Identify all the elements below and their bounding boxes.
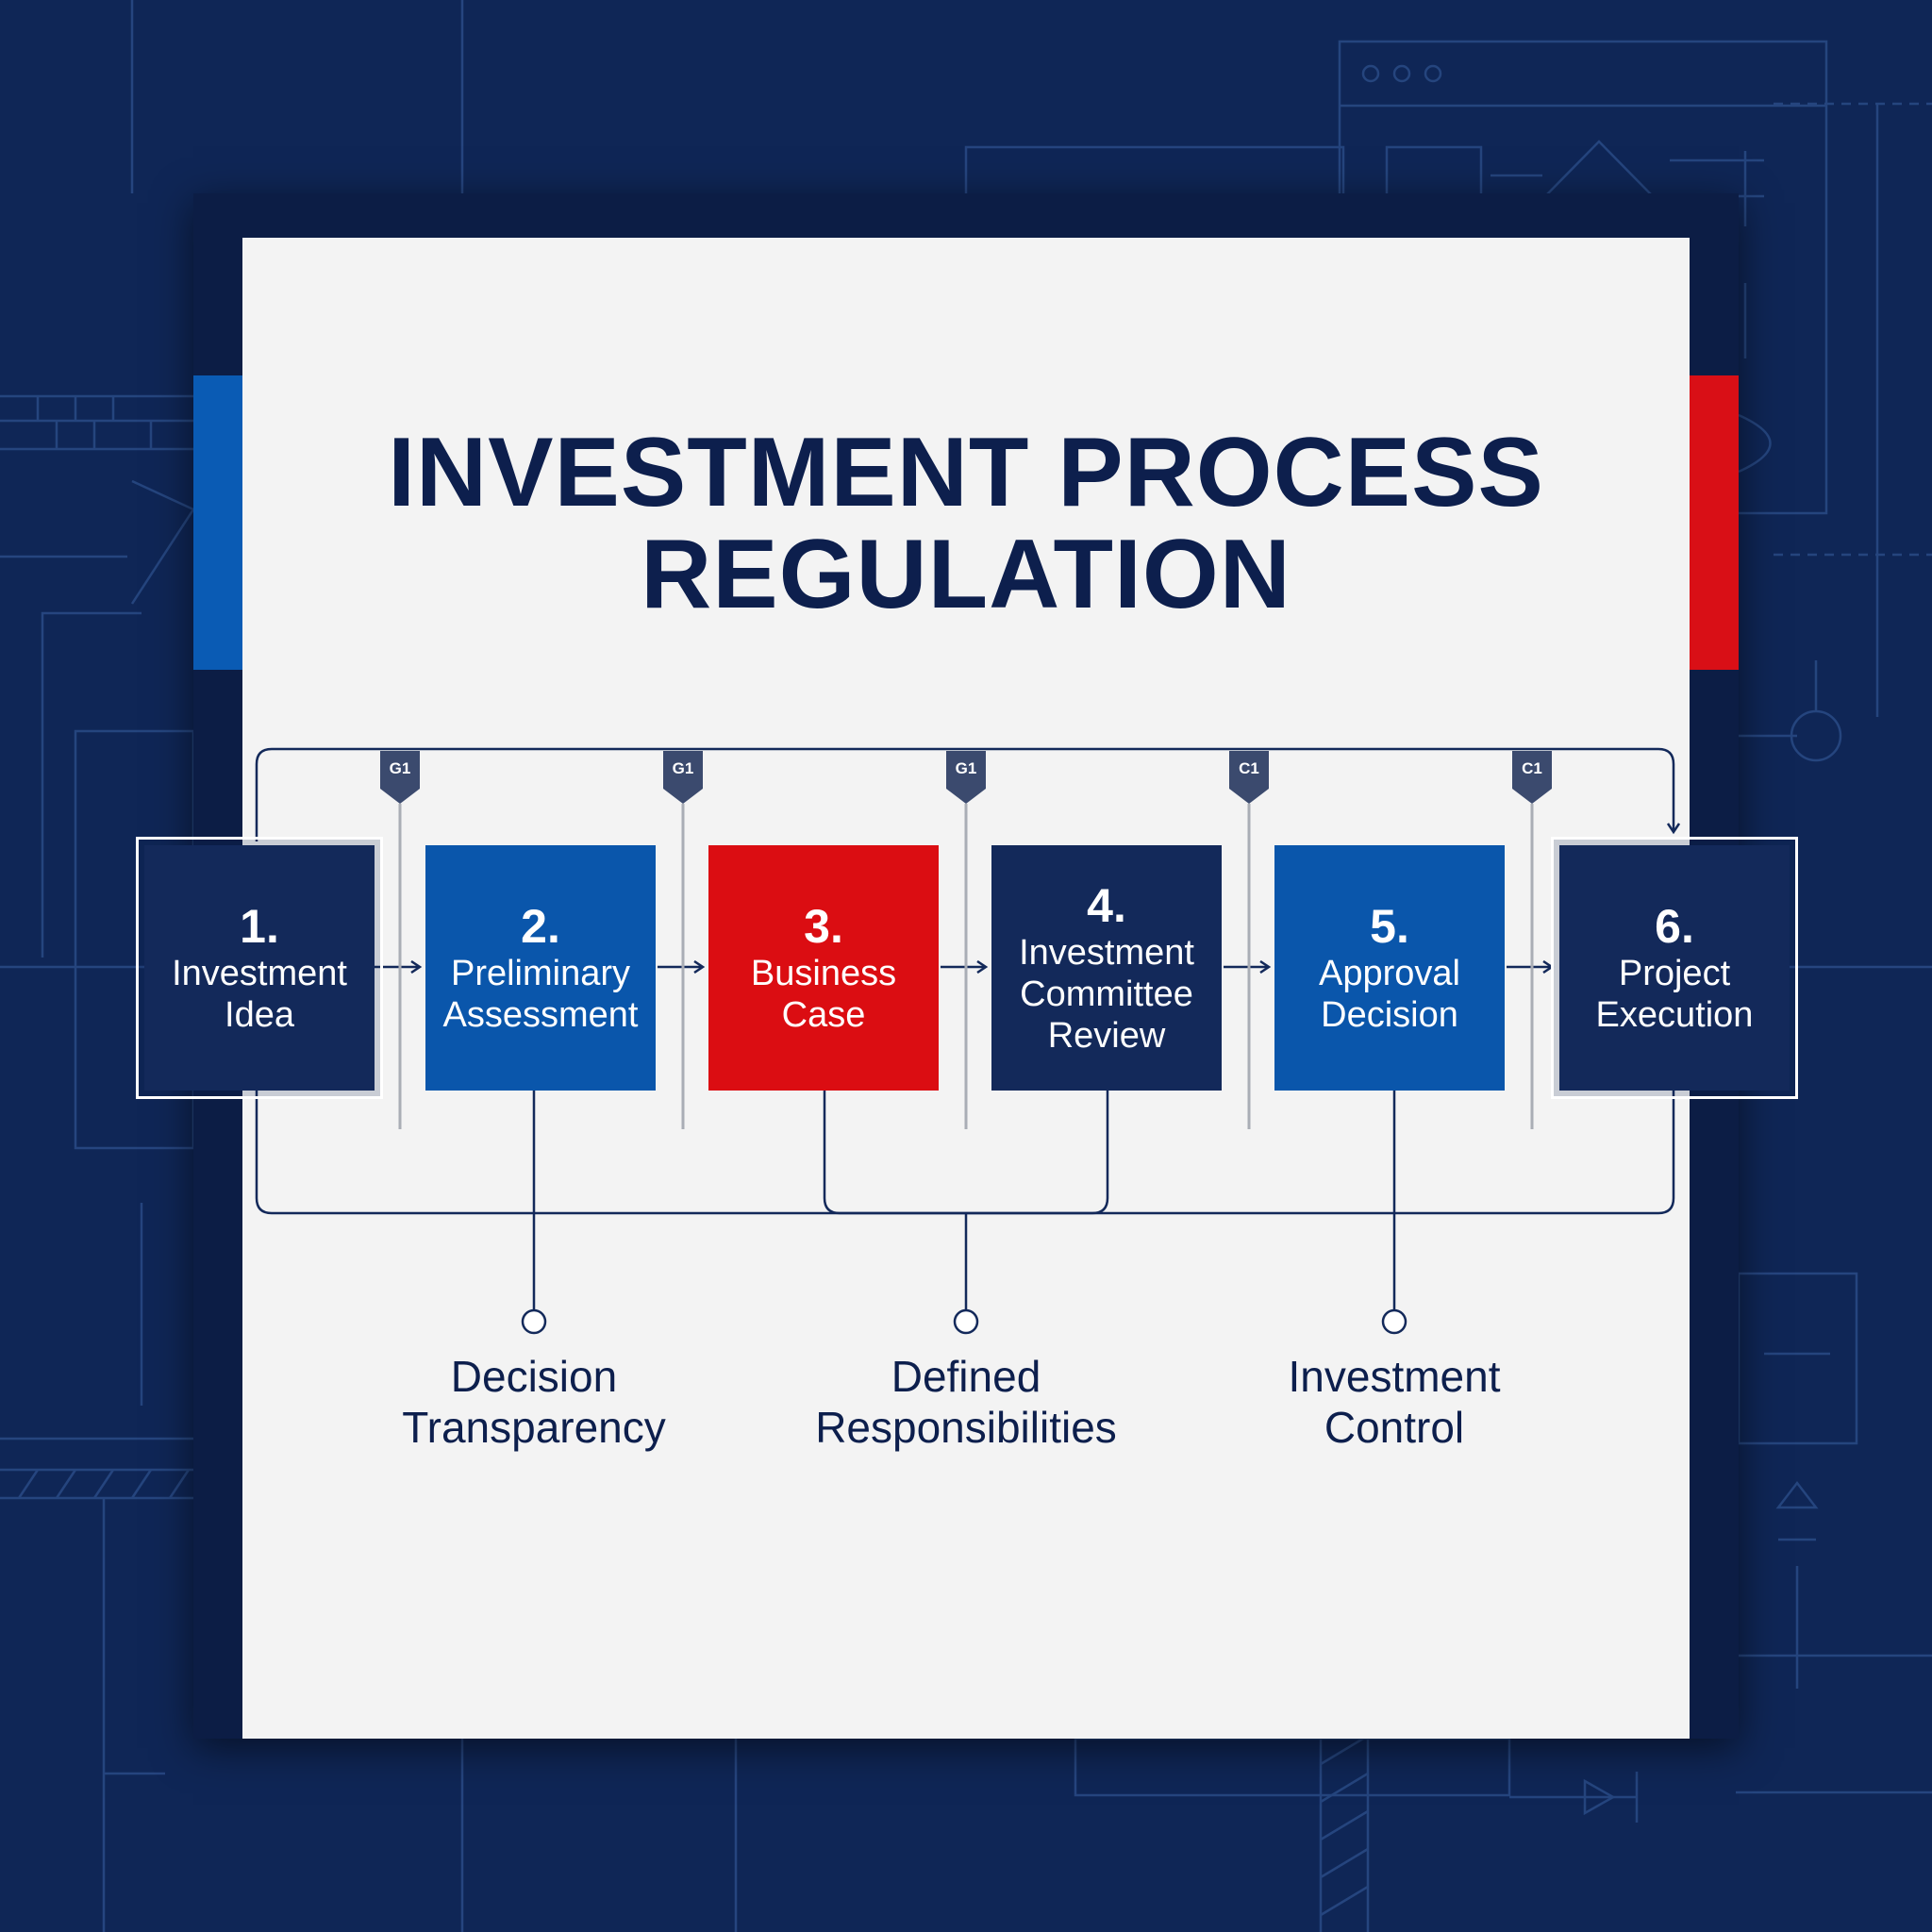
node-transparency xyxy=(521,1308,547,1335)
step-label-line: Case xyxy=(781,995,866,1035)
gate-label: G1 xyxy=(389,759,411,777)
step-investment-idea: 1. Investment Idea xyxy=(136,837,383,1099)
gate-flag-1: G1 xyxy=(380,751,420,804)
title-line-1: INVESTMENT PROCESS xyxy=(388,418,1544,527)
step-label-line: Assessment xyxy=(442,995,639,1035)
step-project-execution: 6. Project Execution xyxy=(1551,837,1798,1099)
benefit-line: Defined xyxy=(891,1352,1041,1401)
node-responsibilities xyxy=(953,1308,979,1335)
page-title: INVESTMENT PROCESS REGULATION xyxy=(242,422,1690,625)
title-line-2: REGULATION xyxy=(641,520,1291,629)
step-label-line: Business xyxy=(750,954,897,993)
step-label-line: Review xyxy=(1047,1016,1166,1056)
feedback-loop-top xyxy=(255,747,1674,841)
step-number: 4. xyxy=(1087,879,1126,932)
step-number: 6. xyxy=(1655,900,1694,953)
gate-flag-2: G1 xyxy=(663,751,703,804)
step-label-line: Committee xyxy=(1020,974,1193,1014)
benefit-line: Investment xyxy=(1288,1352,1501,1401)
benefit-line: Responsibilities xyxy=(815,1403,1117,1452)
gate-label: C1 xyxy=(1522,759,1542,777)
benefit-line: Control xyxy=(1324,1403,1465,1452)
benefit-line: Decision xyxy=(450,1352,618,1401)
step-number: 3. xyxy=(804,900,843,953)
benefit-decision-transparency: Decision Transparency xyxy=(336,1351,732,1453)
step-label-line: Project xyxy=(1618,954,1731,993)
accent-stripe-blue xyxy=(193,375,242,670)
step-label-line: Preliminary xyxy=(450,954,631,993)
gate-label: C1 xyxy=(1239,759,1259,777)
node-control xyxy=(1381,1308,1407,1335)
content-card: INVESTMENT PROCESS REGULATION xyxy=(136,238,1798,1739)
step-business-case: 3. Business Case xyxy=(708,845,939,1091)
step-label-line: Decision xyxy=(1321,995,1458,1035)
step-approval-decision: 5. Approval Decision xyxy=(1274,845,1505,1091)
step-label-line: Investment xyxy=(1019,933,1194,973)
step-label-line: Execution xyxy=(1595,995,1754,1035)
step-number: 2. xyxy=(521,900,560,953)
process-connectors xyxy=(255,747,1690,1335)
step-preliminary-assessment: 2. Preliminary Assessment xyxy=(425,845,656,1091)
step-number: 1. xyxy=(240,900,279,953)
gate-label: G1 xyxy=(955,759,977,777)
step-label-line: Idea xyxy=(225,995,294,1035)
step-investment-committee-review: 4. Investment Committee Review xyxy=(991,845,1222,1091)
step-label-line: Approval xyxy=(1319,954,1460,993)
gate-flag-4: C1 xyxy=(1229,751,1269,804)
benefit-defined-responsibilities: Defined Responsibilities xyxy=(768,1351,1164,1453)
gate-flag-3: G1 xyxy=(946,751,986,804)
gate-flag-5: C1 xyxy=(1512,751,1552,804)
step-number: 5. xyxy=(1370,900,1409,953)
benefit-investment-control: Investment Control xyxy=(1196,1351,1592,1453)
accent-stripe-red xyxy=(1690,375,1739,670)
step-label-line: Investment xyxy=(172,954,347,993)
gate-label: G1 xyxy=(672,759,694,777)
benefit-line: Transparency xyxy=(402,1403,666,1452)
